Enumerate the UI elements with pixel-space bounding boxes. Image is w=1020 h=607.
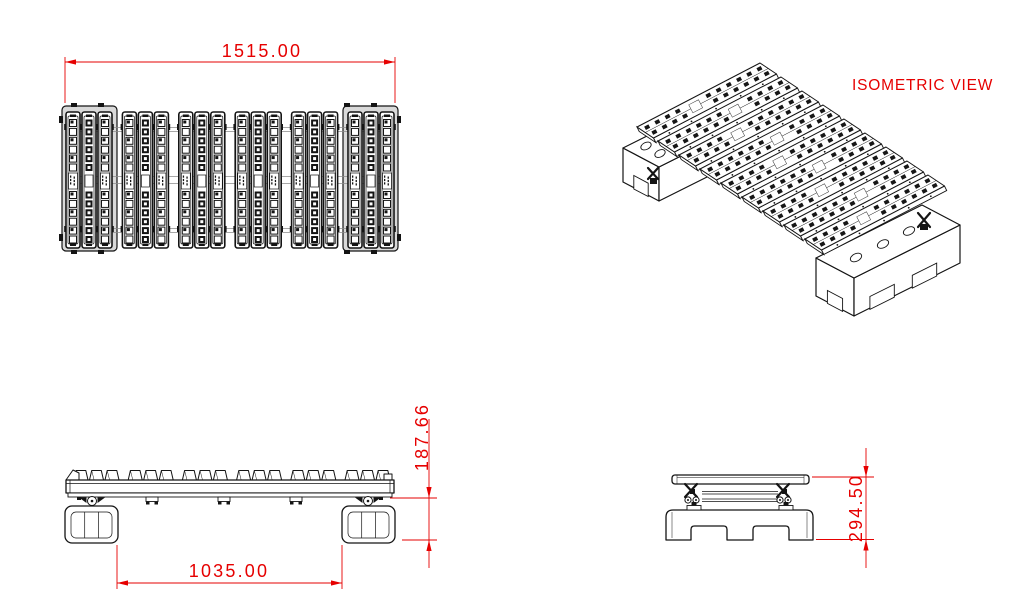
slat bbox=[64, 111, 82, 249]
dimension-line bbox=[64, 57, 396, 103]
slat-bump bbox=[143, 470, 159, 481]
slat bbox=[193, 111, 211, 249]
rail-clip bbox=[289, 496, 303, 505]
slat bbox=[177, 111, 195, 249]
side-clamp bbox=[775, 482, 792, 507]
isometric-view: ISOMETRIC VIEW bbox=[622, 62, 993, 317]
deck-end-cap-right bbox=[383, 473, 393, 481]
slat bbox=[120, 111, 139, 249]
slat-bump bbox=[236, 470, 252, 481]
side-height-dimension: 294.50 bbox=[812, 448, 874, 568]
front-spacing-dimension-label: 1035.00 bbox=[189, 561, 269, 581]
side-height-dimension-label: 294.50 bbox=[846, 474, 866, 542]
deck-edge bbox=[671, 474, 810, 485]
iso-deck-bars bbox=[635, 62, 948, 256]
slat bbox=[80, 111, 98, 249]
slat-bump bbox=[197, 470, 213, 481]
top-width-dimension: 1515.00 bbox=[64, 41, 396, 103]
iso-slat-bar bbox=[656, 76, 801, 158]
slat bbox=[346, 111, 364, 249]
deck-rail bbox=[65, 479, 395, 500]
slat bbox=[152, 111, 171, 249]
slat-bump bbox=[127, 470, 143, 481]
side-view: 294.50 bbox=[665, 448, 874, 568]
slat bbox=[209, 111, 227, 249]
slat-bump bbox=[360, 470, 375, 481]
swivel-mount bbox=[778, 505, 794, 511]
slat bbox=[96, 111, 114, 249]
front-view: 187.66 1035.00 bbox=[64, 403, 437, 589]
foot-left bbox=[64, 505, 119, 544]
slat bbox=[305, 111, 324, 249]
slat-bump bbox=[158, 470, 174, 481]
deck-end-cap-left bbox=[65, 469, 80, 481]
front-deck-bumps bbox=[73, 470, 391, 481]
rail-clip bbox=[217, 496, 231, 505]
slat-bump bbox=[305, 470, 321, 481]
front-height-dimension: 187.66 bbox=[390, 403, 437, 568]
slat-bump bbox=[321, 470, 337, 481]
rail-clip bbox=[145, 496, 159, 505]
slat bbox=[233, 111, 251, 249]
slat-bump bbox=[344, 470, 360, 481]
isometric-view-label: ISOMETRIC VIEW bbox=[852, 77, 993, 94]
iso-slat-bar bbox=[635, 62, 780, 144]
iso-slat-bar bbox=[677, 90, 822, 172]
front-spacing-dimension: 1035.00 bbox=[116, 545, 343, 589]
iso-slat-bar bbox=[803, 174, 948, 256]
slat bbox=[378, 111, 396, 249]
slat-bump bbox=[212, 470, 228, 481]
slat bbox=[321, 111, 340, 249]
slat-bump bbox=[251, 470, 267, 481]
slat-bump bbox=[181, 470, 197, 481]
rail-clips bbox=[145, 496, 303, 505]
slat bbox=[289, 111, 308, 249]
arrowhead bbox=[65, 59, 76, 65]
iso-slat-bar bbox=[761, 146, 906, 228]
slat bbox=[136, 111, 155, 249]
iso-slat-bar bbox=[740, 132, 885, 214]
side-rails bbox=[702, 491, 778, 502]
iso-slat-bar bbox=[719, 118, 864, 200]
top-width-dimension-label: 1515.00 bbox=[222, 41, 302, 61]
top-view-slats bbox=[64, 111, 396, 249]
slat-bump bbox=[267, 470, 283, 481]
side-clamps bbox=[683, 482, 792, 507]
top-view: 1515.00 bbox=[59, 41, 401, 254]
foot-right bbox=[341, 505, 396, 544]
slat-bump bbox=[290, 470, 306, 481]
slat-bump bbox=[104, 470, 120, 481]
iso-base-right bbox=[815, 204, 961, 317]
slat bbox=[265, 111, 283, 249]
arrowhead bbox=[384, 59, 395, 65]
front-height-dimension-label: 187.66 bbox=[412, 403, 432, 471]
center-rail bbox=[66, 176, 394, 184]
cross-rails bbox=[66, 127, 394, 233]
swivel-mount bbox=[686, 505, 702, 511]
iso-slat-bar bbox=[698, 104, 843, 186]
slat-bump bbox=[89, 470, 104, 481]
iso-clamp-left bbox=[646, 166, 660, 184]
slat bbox=[362, 111, 380, 249]
side-base bbox=[665, 505, 814, 541]
side-clamp bbox=[683, 482, 700, 507]
slat bbox=[249, 111, 267, 249]
